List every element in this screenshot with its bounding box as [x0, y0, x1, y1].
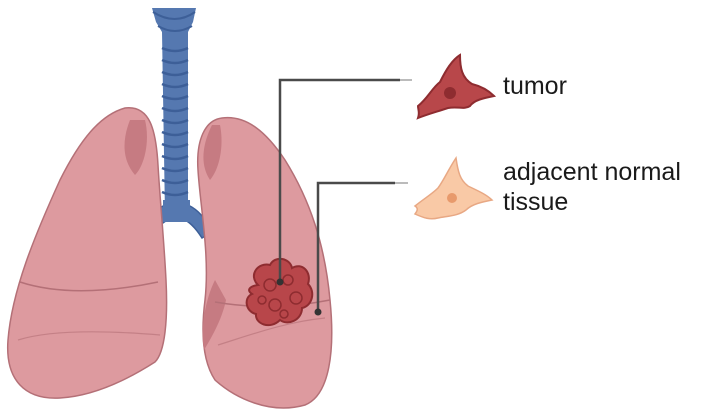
normal-cell-icon	[415, 158, 492, 219]
tumor-cell-icon	[418, 55, 494, 118]
tumor-label: tumor	[503, 71, 567, 101]
left-lung	[8, 108, 167, 398]
right-lung	[198, 118, 332, 408]
normal-leader-dot	[315, 309, 322, 316]
adjacent-normal-label-line1: adjacent normal	[503, 157, 681, 187]
tumor-leader-dot	[277, 279, 284, 286]
adjacent-normal-label-line2: tissue	[503, 187, 681, 217]
adjacent-normal-tissue-label: adjacent normal tissue	[503, 157, 681, 217]
